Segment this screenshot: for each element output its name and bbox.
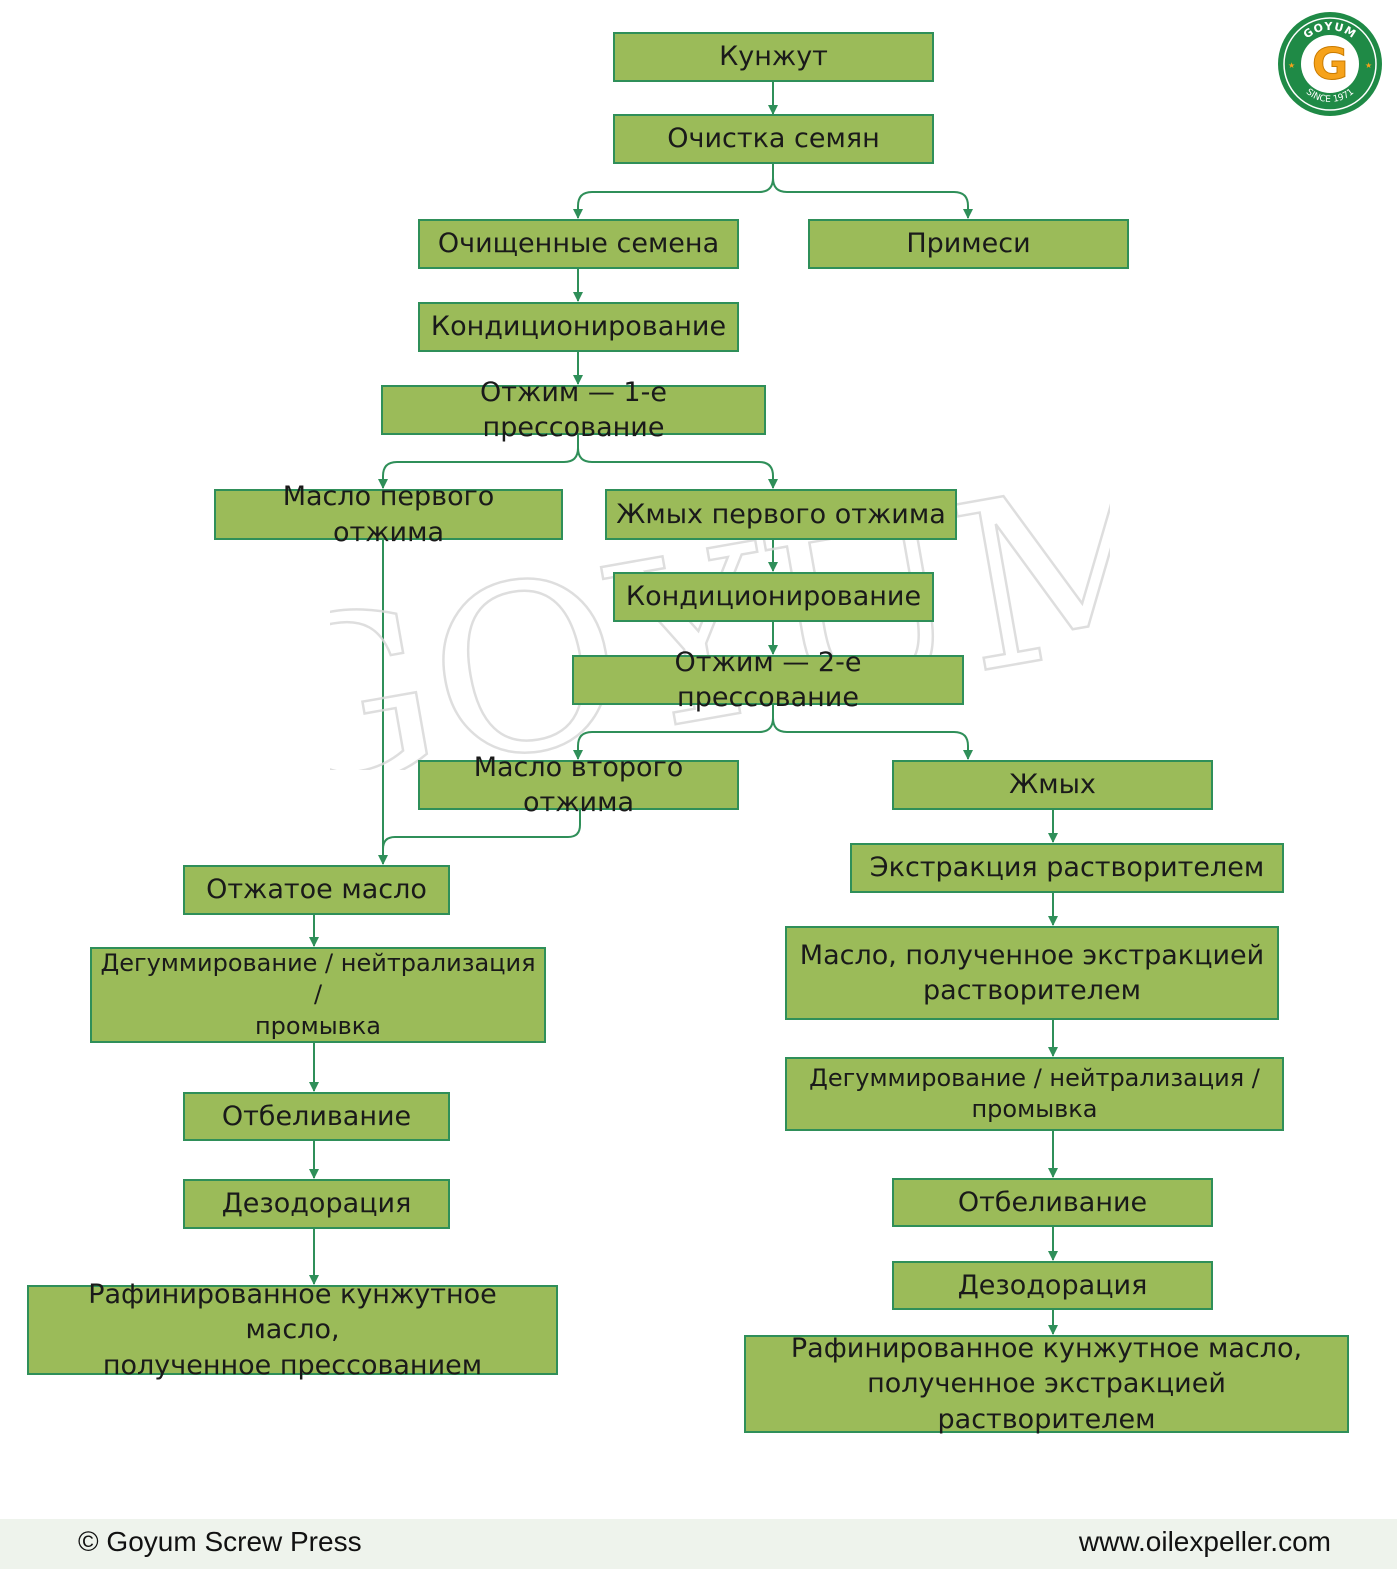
node-degumming-left-line-2: промывка [254,1011,381,1040]
node-bleaching-left: Отбеливание [183,1092,450,1141]
footer-copyright: © Goyum Screw Press [78,1526,362,1557]
node-first-press-oil: Масло первого отжима [214,481,563,548]
node-refined-pressed-oil: Рафинированное кунжутное масло,полученно… [27,1279,558,1381]
arrow-cleaning-to-cleaned-seeds [573,164,774,219]
node-pressing-2: Отжим — 2-е прессование [572,647,964,713]
arrow-cleaning-to-impurities [772,164,973,219]
node-degumming-right-line-2: промывка [971,1095,1098,1123]
arrow-pressing-2-to-cake [772,704,973,760]
node-cake-label: Жмых [1009,769,1096,801]
node-solvent-oil-line-2: растворителем [923,975,1141,1006]
node-first-press-cake-label: Жмых первого отжима [616,498,946,530]
logo-star-right-icon: ★ [1365,61,1372,70]
node-second-press-oil: Масло второго отжима [418,752,739,818]
node-refined-solvent-line-2: полученное экстракцией растворителем [867,1368,1226,1435]
logo-letter: G [1312,39,1348,90]
node-cake: Жмых [892,760,1213,810]
node-degumming-left: Дегуммирование / нейтрализация /промывка [90,947,546,1043]
footer-website-link[interactable]: www.oilexpeller.com [1078,1526,1331,1557]
node-conditioning-2: Кондиционирование [613,572,934,622]
footer: © Goyum Screw Press www.oilexpeller.com [0,1519,1397,1569]
node-pressed-oil-label: Отжатое масло [206,874,427,906]
node-pressing-1: Отжим — 1-е прессование [381,377,766,443]
node-sesame: Кунжут [613,32,934,82]
node-refined-pressed-line-2: полученное прессованием [102,1349,483,1381]
node-deodorization-left: Дезодорация [183,1179,450,1229]
node-second-press-oil-label: Масло второго отжима [473,751,684,818]
node-seed-cleaning: Очистка семян [613,114,934,164]
node-conditioning-1-label: Кондиционирование [430,311,727,343]
node-solvent-extraction-label: Экстракция растворителем [869,852,1265,884]
node-pressing-2-label: Отжим — 2-е прессование [674,646,862,713]
arrow-pressing-2-to-second-oil [573,704,774,760]
node-seed-cleaning-label: Очистка семян [667,123,880,155]
node-refined-pressed-line-1: Рафинированное кунжутное масло, [88,1279,497,1346]
node-cleaned-seeds: Очищенные семена [418,219,739,269]
node-refined-solvent-oil: Рафинированное кунжутное масло,полученно… [744,1333,1349,1435]
node-bleaching-right: Отбеливание [892,1178,1213,1227]
node-first-press-cake: Жмых первого отжима [605,489,957,540]
node-degumming-right-line-1: Дегуммирование / нейтрализация / [809,1063,1260,1092]
node-degumming-right: Дегуммирование / нейтрализация / промывка [785,1057,1284,1131]
line-second-oil-to-pressed-oil [382,809,581,850]
goyum-logo: GOYUM SINCE 1971 G ★ ★ [1278,12,1382,116]
node-impurities: Примеси [808,219,1129,269]
node-cleaned-seeds-label: Очищенные семена [437,228,720,260]
arrow-pressing-1-to-first-oil [378,434,579,489]
node-bleaching-right-label: Отбеливание [957,1186,1148,1218]
node-pressed-oil: Отжатое масло [183,865,450,915]
logo-star-left-icon: ★ [1288,61,1295,70]
node-sesame-label: Кунжут [719,41,828,73]
node-solvent-extraction: Экстракция растворителем [850,843,1284,893]
node-solvent-oil-line-1: Масло, полученное экстракцией [799,939,1265,971]
node-deodorization-right-label: Дезодорация [957,1269,1148,1301]
node-solvent-oil: Масло, полученное экстракцией растворител… [785,926,1279,1020]
node-first-press-oil-label: Масло первого отжима [282,481,495,548]
node-degumming-left-line-1: Дегуммирование / нейтрализация / [100,949,536,1009]
node-pressing-1-label: Отжим — 1-е прессование [480,376,667,443]
node-deodorization-left-label: Дезодорация [221,1188,412,1220]
node-conditioning-1: Кондиционирование [418,302,739,352]
node-conditioning-2-label: Кондиционирование [625,581,922,613]
logo-inner-disc [1301,35,1359,93]
node-deodorization-right: Дезодорация [892,1261,1213,1310]
node-refined-solvent-line-1: Рафинированное кунжутное масло, [790,1333,1303,1365]
node-impurities-label: Примеси [906,228,1031,260]
arrow-pressing-1-to-first-cake [577,434,778,489]
node-bleaching-left-label: Отбеливание [221,1100,412,1132]
